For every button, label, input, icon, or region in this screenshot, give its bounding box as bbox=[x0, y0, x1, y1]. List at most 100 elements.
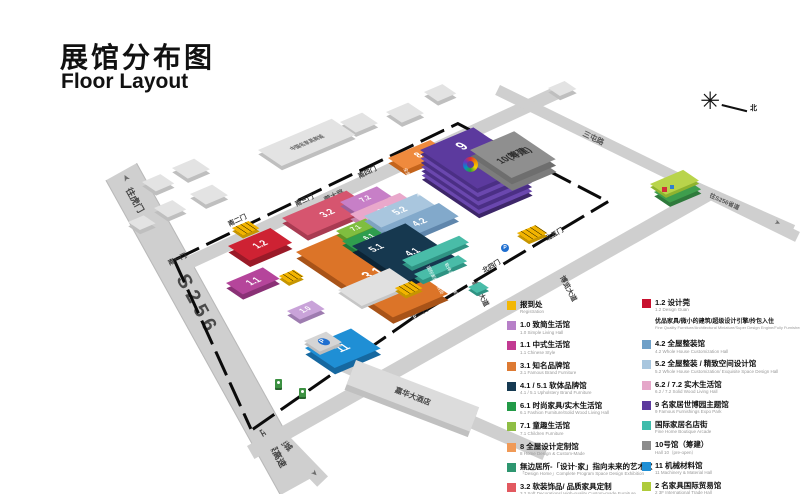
legend-label-zh: 1.2 设计莞 bbox=[655, 298, 691, 307]
hall-8-side-label: 全屋设计定制馆 bbox=[402, 167, 422, 198]
legend-label-en: 1.0 Simple Living Hall bbox=[520, 329, 564, 335]
legend-label-en: 7.1 Children Furniture bbox=[520, 430, 564, 436]
parking-spot: P bbox=[501, 244, 509, 252]
legend-swatch bbox=[507, 361, 516, 371]
hall-label: 5.1 bbox=[365, 241, 387, 254]
legend-swatch bbox=[642, 421, 651, 431]
hall-1-0: 1.0 bbox=[287, 300, 325, 320]
legend-item: 10号馆（筹建）Hall 10（pre-open） bbox=[642, 440, 798, 455]
hall-label: 1.0 bbox=[297, 305, 314, 315]
road-arrow-icon: ➤ bbox=[773, 218, 782, 228]
hall-label: 10(筹建) bbox=[492, 144, 534, 165]
legend-item: 無边居所-「设计·家」指向未来的艺术家「Design Home」Complete… bbox=[507, 462, 653, 477]
outside-building bbox=[172, 158, 210, 179]
road-to-s256: 往S256省道 ➤ bbox=[695, 183, 796, 236]
legend-swatch bbox=[507, 301, 516, 310]
legend-label-zh: 1.0 致简生活馆 bbox=[520, 320, 571, 330]
road-label-to-s256: 往S256省道 bbox=[708, 193, 741, 212]
hall-label: 4.2 bbox=[408, 216, 431, 228]
outside-building bbox=[386, 102, 424, 123]
legend-swatch bbox=[642, 299, 651, 308]
jiahua-hotel-building: 嘉华大酒店 bbox=[346, 360, 480, 432]
page-title-zh: 展馆分布图 bbox=[60, 42, 216, 73]
legend-label-en: 5.2 Whole House Customization/ Exquisite… bbox=[655, 368, 779, 374]
legend-label-en: 4.2 Whole House Customization Hall bbox=[655, 348, 729, 354]
legend-label-zh: 3.1 知名品牌馆 bbox=[520, 360, 571, 370]
legend-label-zh: 7.1 童趣生活馆 bbox=[520, 421, 571, 431]
roadside-sign-icon bbox=[299, 388, 306, 397]
legend-swatch bbox=[507, 482, 516, 492]
roadside-sign-icon bbox=[275, 379, 282, 388]
road-label-santun: 三屯路 bbox=[581, 129, 606, 148]
hall-label: 5.2 bbox=[388, 204, 411, 217]
hall-2-logo-icon bbox=[670, 185, 674, 189]
legend-label-zh: 8 全屋设计定制馆 bbox=[520, 441, 579, 451]
road-label-s256: S256 bbox=[171, 270, 224, 340]
legend-swatch bbox=[507, 402, 516, 412]
road-arrow-icon: ➤ bbox=[119, 172, 133, 184]
legend-label-en: 9 Famous Furnishings Expo Park bbox=[655, 409, 722, 415]
legend-label-zh: 6.2 / 7.2 实木生活馆 bbox=[655, 379, 722, 389]
legend-label-zh: 無边居所-「设计·家」指向未来的艺术家 bbox=[520, 461, 653, 471]
legend-label-en: 1.2 Design Guan bbox=[655, 307, 689, 313]
road-label-expo-avenue: 博览大道 bbox=[558, 274, 578, 303]
legend-label-en: 11 Machinery & Material Hall bbox=[655, 469, 713, 475]
hall-label: 1.1 bbox=[242, 275, 264, 287]
jiahua-hotel-label: 嘉华大酒店 bbox=[393, 384, 433, 407]
legend-label-zh: 1.1 中式生活馆 bbox=[520, 340, 571, 350]
legend-swatch bbox=[642, 481, 651, 491]
legend-sublabel-zh: 优品家具/微小的建筑/超级设计引擎/拎包入住 bbox=[655, 319, 775, 326]
legend-swatch bbox=[507, 422, 516, 432]
parking-icon: P bbox=[501, 244, 509, 252]
legend-swatch bbox=[507, 381, 516, 391]
legend-label-en: 「Design Home」Complete Program Space Desi… bbox=[520, 471, 645, 477]
legend-swatch bbox=[642, 400, 651, 410]
legend-label-zh: 报到处 bbox=[520, 300, 543, 309]
outside-building bbox=[424, 84, 457, 102]
legend-label-zh: 2 名家具国际贸易馆 bbox=[655, 480, 722, 490]
compass-line bbox=[721, 104, 748, 113]
legend-label-en: Fine Home Boutique Arcade bbox=[655, 429, 712, 435]
legend-label-en: 8 Home Design & Custom-Made bbox=[520, 450, 585, 456]
legend-label-zh: 11 机械材料馆 bbox=[655, 460, 703, 470]
legend-label-en: 3.1 Famous Brand Furniture bbox=[520, 370, 577, 376]
compass-north-icon: ✳ bbox=[700, 88, 721, 115]
hall-label: 9 bbox=[450, 139, 473, 153]
legend-label-en: 6.1 Fashion Furniture/Solid Wood Living … bbox=[520, 410, 609, 416]
hall-label: 1.2 bbox=[249, 238, 271, 251]
furniture-mall-building: 中国名家具商城 bbox=[258, 118, 356, 167]
legend-swatch bbox=[642, 360, 651, 370]
page-title-en: Floor Layout bbox=[61, 70, 189, 93]
legend-label-en: Hall 10（pre-open） bbox=[655, 449, 697, 455]
legend-label-zh: 5.2 全屋整装 / 精致空间设计馆 bbox=[655, 359, 757, 369]
hall-label: 7.2 bbox=[357, 194, 374, 204]
legend-label-zh: 6.1 时尚家具/实木生活馆 bbox=[520, 401, 603, 411]
hall-1-1: 1.1 bbox=[226, 267, 280, 295]
legend-swatch bbox=[507, 341, 516, 351]
registration-kiosk bbox=[279, 269, 304, 283]
legend-label-zh: 4.1 / 5.1 软体品牌馆 bbox=[520, 380, 587, 390]
legend-label-en: 3.2 Soft Decorations/ High-quality Custo… bbox=[520, 491, 636, 494]
parking-icon: P bbox=[314, 336, 332, 347]
furniture-mall-label: 中国名家具商城 bbox=[288, 133, 327, 152]
legend-swatch bbox=[642, 441, 651, 451]
expo-logo-icon bbox=[463, 157, 478, 172]
legend-swatch bbox=[642, 340, 651, 350]
